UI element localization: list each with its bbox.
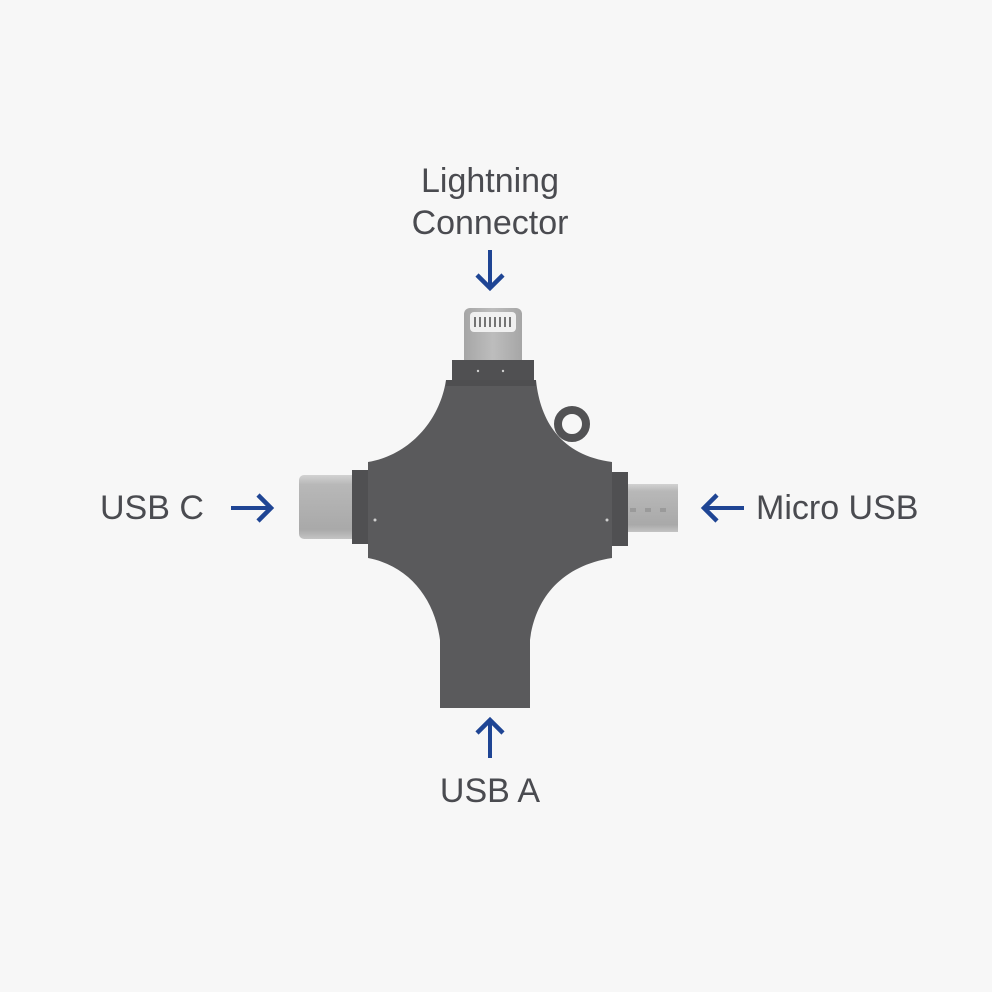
micro-usb-connector: [610, 472, 678, 546]
keyring-loop: [554, 406, 590, 442]
up-arrow-icon: [475, 716, 505, 758]
label-lightning-line2: Connector: [411, 204, 569, 242]
label-usb-c: USB C: [100, 489, 204, 527]
label-lightning-line1: Lightning: [420, 162, 559, 200]
label-usb-a: USB A: [439, 772, 541, 810]
label-micro-usb: Micro USB: [756, 489, 919, 527]
label-lightning-connector: Lightning Connector: [0, 160, 980, 244]
usb-c-connector: [299, 470, 372, 544]
adapter-body: [368, 380, 612, 708]
right-arrow-icon: [231, 493, 275, 523]
lightning-connector: [452, 308, 534, 382]
down-arrow-icon: [475, 250, 505, 292]
left-arrow-icon: [700, 493, 744, 523]
